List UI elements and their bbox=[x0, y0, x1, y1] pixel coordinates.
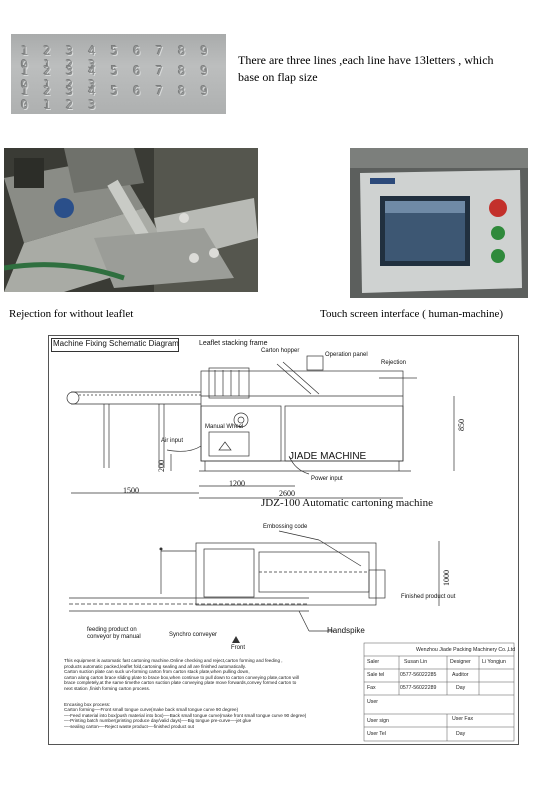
label-feeding-product: feeding product on conveyor by manual bbox=[87, 627, 141, 640]
label-synchro-conveyer: Synchro conveyer bbox=[169, 632, 218, 638]
description-line: Carton forming—-Front small tongue curve… bbox=[64, 707, 239, 713]
label-leaflet-stacking-frame: Leaflet stacking frame bbox=[199, 340, 268, 347]
description-line: —-Feed material into box(push material i… bbox=[64, 712, 307, 718]
description-line: This equipment is automatic fast cartoni… bbox=[64, 658, 283, 663]
tb-day-label-2: Day bbox=[456, 731, 466, 737]
dimension-850: 850 bbox=[457, 419, 466, 431]
schematic-linework bbox=[66, 355, 515, 742]
rejection-caption: Rejection for without leaflet bbox=[9, 308, 134, 320]
description-spacer bbox=[64, 692, 364, 702]
dimension-2600: 2600 bbox=[279, 489, 295, 498]
schematic-drawing: Machine Fixing Schematic Diagram Leaflet… bbox=[48, 335, 519, 745]
label-operation-panel: Operation panel bbox=[325, 352, 368, 358]
diagram-title-frame bbox=[51, 338, 179, 352]
emboss-row-1: 1 2 3 4 5 6 7 8 9 0 1 2 3 bbox=[21, 44, 212, 72]
tb-sale-tel: 0577-56022285 bbox=[400, 672, 437, 678]
tb-fax-label: Fax bbox=[367, 685, 376, 691]
description-line: next station ,finish forming carton proc… bbox=[64, 685, 151, 691]
label-air-input: Air input bbox=[161, 438, 184, 444]
label-rejection: Rejection bbox=[381, 360, 407, 366]
rejection-mechanism-photo bbox=[4, 148, 258, 292]
tb-user-tel-label: User Tel bbox=[367, 731, 386, 737]
description-line: —-Printing batch number(printing produce… bbox=[64, 718, 252, 724]
tb-designer-name: Li Yongjun bbox=[482, 659, 506, 665]
touch-screen-caption: Touch screen interface ( human-machine) bbox=[320, 308, 504, 320]
description-line: carton along carton brace sliding plate … bbox=[64, 674, 299, 680]
tb-auditor-label: Auditor bbox=[452, 672, 469, 678]
rejection-mechanism-illustration bbox=[4, 148, 258, 292]
emboss-row-2: 1 2 3 4 5 6 7 8 9 0 1 2 3 bbox=[21, 64, 212, 92]
tb-saler-name: Susan Lin bbox=[404, 659, 428, 665]
description-line: brace completely,at the same timethe car… bbox=[64, 680, 297, 686]
touch-screen-photo bbox=[350, 148, 528, 298]
label-jiade-machine: JIADE MACHINE bbox=[289, 451, 367, 462]
dimension-200: 200 bbox=[157, 460, 166, 472]
dimension-1200: 1200 bbox=[229, 479, 245, 488]
label-front: Front bbox=[231, 645, 246, 651]
tb-designer-label: Designer bbox=[450, 659, 471, 665]
label-embossing-code: Embossing code bbox=[263, 524, 308, 530]
label-power-input: Power input bbox=[311, 476, 343, 482]
tb-user-label: User bbox=[367, 699, 378, 705]
tb-fax: 0577-56022289 bbox=[400, 685, 437, 691]
description-line: Encasing box process: bbox=[64, 701, 111, 707]
embossing-sample-photo: 1 2 3 4 5 6 7 8 9 0 1 2 3 1 2 3 4 5 6 7 … bbox=[11, 34, 226, 114]
description-line: —-sealing carton—-Reject waste product—-… bbox=[64, 723, 194, 729]
touch-screen-illustration bbox=[350, 148, 528, 298]
tb-user-fax-label: User Fax bbox=[452, 716, 474, 722]
diagram-title: Machine Fixing Schematic Diagram bbox=[53, 339, 179, 348]
dimension-1000: 1000 bbox=[442, 570, 451, 586]
tb-day-label: Day bbox=[456, 685, 466, 691]
tb-user-sign-label: User sign bbox=[367, 718, 389, 724]
label-manual-wheel: Manual Wheel bbox=[205, 424, 244, 430]
dimension-1500: 1500 bbox=[123, 486, 139, 495]
description-line: Carton suction plate can suck un-forming… bbox=[64, 669, 250, 675]
emboss-description: There are three lines ,each line have 13… bbox=[238, 53, 494, 84]
description-line: products automatic packed,leaflet fold,c… bbox=[64, 663, 246, 669]
label-carton-hopper: Carton hopper bbox=[261, 348, 300, 354]
tb-company: Wenzhou Jiade Packing Machinery Co.,Ltd bbox=[416, 647, 516, 653]
machine-title: JDZ-100 Automatic cartoning machine bbox=[261, 497, 433, 509]
process-description: This equipment is automatic fast cartoni… bbox=[64, 658, 364, 730]
title-block: Wenzhou Jiade Packing Machinery Co.,Ltd … bbox=[364, 643, 516, 741]
label-handspike: Handspike bbox=[327, 626, 365, 635]
label-finished-product-out: Finished product out bbox=[401, 594, 456, 600]
tb-saler-label: Saler bbox=[367, 659, 380, 665]
tb-sale-tel-label: Sale tel bbox=[367, 672, 385, 678]
emboss-row-3: 1 2 3 4 5 6 7 8 9 0 1 2 3 bbox=[21, 84, 212, 112]
